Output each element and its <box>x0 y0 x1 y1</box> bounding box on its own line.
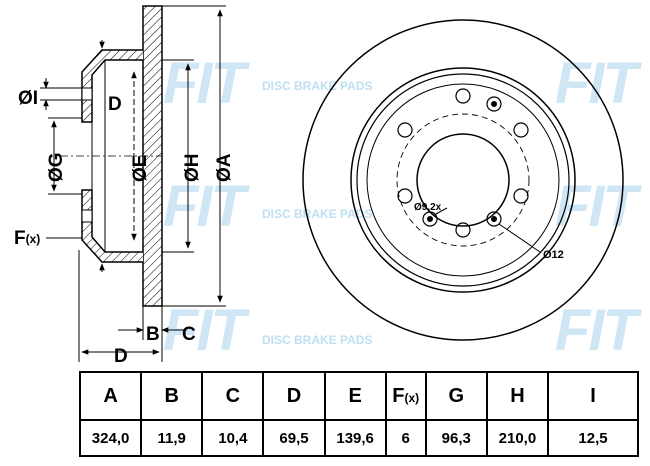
spec-header-cell: G <box>424 371 488 421</box>
locating-hole <box>486 211 502 227</box>
bolt-hole <box>397 188 413 204</box>
spec-value-cell: 11,9 <box>140 419 204 457</box>
spec-value-cell: 96,3 <box>424 419 488 457</box>
dim-d-label: D <box>114 346 128 367</box>
watermark-logo: FIT <box>555 298 638 363</box>
leader-hole-big <box>498 223 541 253</box>
spec-header-cell: A <box>78 371 143 421</box>
locating-hole <box>422 211 438 227</box>
spec-header-row: A B C D E F(x) G H I <box>78 371 639 421</box>
bolt-pitch-circle <box>396 113 530 247</box>
watermark-caption: DISC BRAKE PADS <box>262 333 373 347</box>
f-label: F(x) <box>14 228 40 249</box>
locating-hole <box>486 96 502 112</box>
hole-small-label: Ø9,2x <box>414 202 442 213</box>
watermark-caption: DISC BRAKE PADS <box>262 79 373 93</box>
watermark-logo: FIT <box>555 51 638 116</box>
dim-h-label: ØH <box>182 154 203 183</box>
hat-top-section <box>81 49 143 123</box>
front-labels: Ø9,2x Ø12 <box>414 202 564 261</box>
hole-big-label: Ø12 <box>543 249 564 261</box>
watermark-logo: FIT <box>163 174 246 239</box>
watermark-logo: FIT <box>163 51 246 116</box>
hat-inner-circle <box>356 73 570 287</box>
bolt-hole <box>513 122 529 138</box>
hat-bottom-section <box>81 189 143 263</box>
hat-step-circle <box>366 83 560 277</box>
dim-i-label: ØI <box>18 88 38 109</box>
spec-value-cell: 139,6 <box>323 419 387 457</box>
bolt-hole <box>455 222 471 238</box>
spec-value-cell: 210,0 <box>485 419 550 457</box>
outer-diameter-circle <box>302 19 624 341</box>
spec-header-cell: B <box>140 371 204 421</box>
spec-value-cell: 10,4 <box>201 419 265 457</box>
spec-value-cell: 6 <box>384 419 427 457</box>
dim-e-label: ØE <box>130 155 151 182</box>
side-section-view <box>60 5 163 307</box>
spec-table: A B C D E F(x) G H I 324,0 11,9 10,4 69,… <box>78 371 639 457</box>
side-dimensions <box>40 5 226 362</box>
spec-header-cell: I <box>547 371 639 421</box>
spec-value-cell: 69,5 <box>262 419 326 457</box>
side-labels: ØI ØG ØE ØH ØA D D B C F(x) <box>14 88 235 367</box>
centre-bore-circle <box>416 133 510 227</box>
dim-g-label: ØG <box>46 152 67 182</box>
dim-d-label: D <box>108 94 122 115</box>
dim-c-label: C <box>182 324 196 345</box>
dim-b-label: B <box>146 324 160 345</box>
bolt-hole <box>513 188 529 204</box>
bolt-hole <box>397 122 413 138</box>
watermark-caption: DISC BRAKE PADS <box>262 207 373 221</box>
hat-outer-circle <box>350 67 576 293</box>
spec-header-cell: F(x) <box>384 371 427 421</box>
spec-value-cell: 12,5 <box>547 419 639 457</box>
spec-header-cell: H <box>485 371 550 421</box>
spec-header-cell: E <box>323 371 387 421</box>
spec-header-cell: C <box>201 371 265 421</box>
dim-a-label: ØA <box>214 153 235 182</box>
spec-value-cell: 324,0 <box>78 419 143 457</box>
leader-hole-small <box>433 207 448 216</box>
front-view <box>302 19 624 341</box>
spec-header-cell: D <box>262 371 326 421</box>
spec-value-row: 324,0 11,9 10,4 69,5 139,6 6 96,3 210,0 … <box>78 419 639 457</box>
bolt-hole <box>455 88 471 104</box>
